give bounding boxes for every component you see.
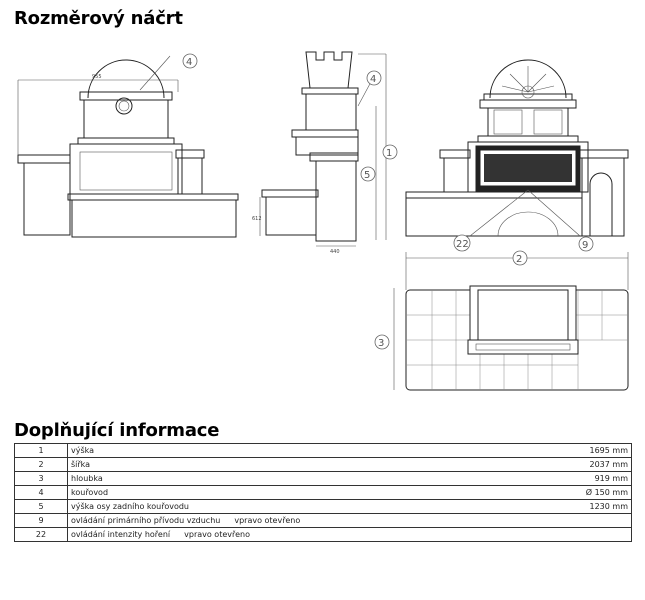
dim-side-height: 612 [252, 216, 262, 222]
page-title: Rozměrový náčrt [14, 8, 183, 29]
row-number: 9 [14, 513, 68, 528]
row-label: kouřovod [71, 488, 109, 497]
callout-3: 3 [378, 338, 384, 349]
callout-2: 2 [516, 254, 522, 265]
callout-1: 1 [386, 148, 392, 159]
callout-4-front: 4 [186, 57, 192, 68]
callout-22: 22 [456, 239, 469, 250]
row-label: šířka [71, 460, 91, 469]
section-title-info: Doplňující informace [14, 420, 220, 441]
side-view: 440 612 4 1 5 [252, 51, 398, 255]
front-view: 955 4 [17, 53, 239, 238]
row-value: 2037 mm [545, 457, 632, 472]
row-value: Ø 150 mm [545, 485, 632, 500]
row-value: 1695 mm [545, 443, 632, 458]
dim-front-width: 955 [92, 74, 102, 80]
callout-9: 9 [582, 240, 588, 251]
row-value: 1230 mm [545, 499, 632, 514]
row-number: 4 [14, 485, 68, 500]
row-number: 2 [14, 457, 68, 472]
row-number: 1 [14, 443, 68, 458]
row-label-cell: ovládání primárního přívodu vzduchu vprav… [67, 513, 545, 528]
callout-4-side: 4 [370, 74, 376, 85]
row-label-cell: hloubka [67, 471, 545, 486]
row-number: 3 [14, 471, 68, 486]
row-label: ovládání primárního přívodu vzduchu [71, 516, 221, 525]
dimension-drawing: 955 4 440 612 [17, 51, 629, 391]
row-value: 919 mm [545, 471, 632, 486]
firebox-view: 22 9 [405, 59, 629, 252]
plan-view: 2 3 [374, 250, 629, 391]
row-note: vpravo otevřeno [184, 530, 250, 539]
dim-side-depth: 440 [330, 249, 340, 255]
row-value [545, 527, 632, 542]
row-label-cell: šířka [67, 457, 545, 472]
row-label-cell: ovládání intenzity hoření vpravo otevřeno [67, 527, 545, 542]
row-note: vpravo otevřeno [234, 516, 301, 525]
row-label: výška [71, 446, 95, 455]
row-number: 5 [14, 499, 68, 514]
row-label: výška osy zadního kouřovodu [71, 502, 189, 511]
row-label: hloubka [71, 474, 103, 483]
callout-5: 5 [364, 170, 370, 181]
row-label-cell: výška [67, 443, 545, 458]
row-label-cell: výška osy zadního kouřovodu [67, 499, 545, 514]
row-label: ovládání intenzity hoření [71, 530, 171, 539]
row-value [545, 513, 632, 528]
row-number: 22 [14, 527, 68, 542]
row-label-cell: kouřovod [67, 485, 545, 500]
